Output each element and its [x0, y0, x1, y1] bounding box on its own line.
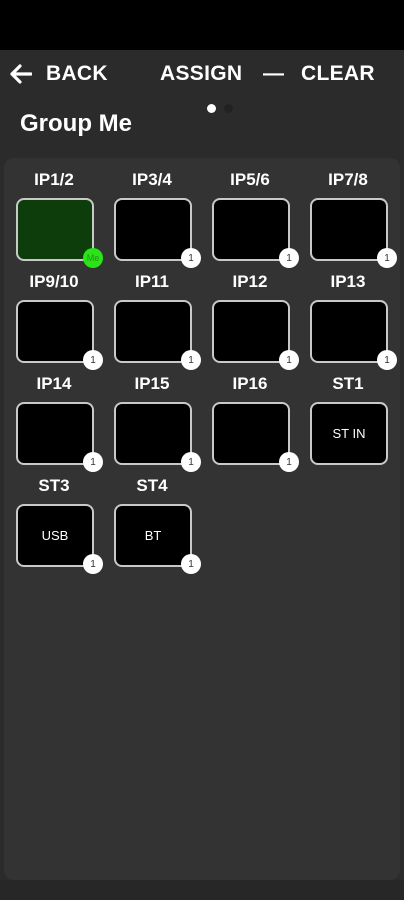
channel-tile-ip9-10[interactable]: 1 [16, 300, 103, 370]
channel-ip13: IP13 1 [308, 264, 397, 370]
group-badge: 1 [181, 452, 201, 472]
channel-ip7-8: IP7/8 1 [308, 162, 397, 268]
group-badge: 1 [181, 554, 201, 574]
channel-tile-ip15[interactable]: 1 [114, 402, 201, 472]
assign-button[interactable]: ASSIGN [160, 62, 243, 85]
channel-ip12: IP12 1 [210, 264, 299, 370]
channel-label: IP7/8 [328, 170, 368, 189]
channel-ip14: IP14 1 [14, 366, 103, 472]
group-badge: Me [83, 248, 103, 268]
channel-label: ST3 [38, 476, 70, 495]
channel-tile-ip13[interactable]: 1 [310, 300, 397, 370]
page-dot-2[interactable] [224, 104, 233, 113]
channel-label: IP3/4 [132, 170, 172, 189]
channel-label: ST1 [332, 374, 364, 393]
group-badge: 1 [377, 350, 397, 370]
channel-tile-ip14[interactable]: 1 [16, 402, 103, 472]
channel-tile-ip3-4[interactable]: 1 [114, 198, 201, 268]
group-badge: 1 [279, 248, 299, 268]
channel-ip3-4: IP3/4 1 [112, 162, 201, 268]
channel-ip9-10: IP9/10 1 [14, 264, 103, 370]
channel-tile-ip1-2[interactable]: Me [16, 198, 103, 268]
channel-source-label: USB [41, 528, 69, 543]
channel-tile-ip11[interactable]: 1 [114, 300, 201, 370]
back-label: BACK [46, 62, 108, 85]
channel-label: IP11 [134, 272, 170, 291]
channel-label: IP12 [232, 272, 268, 291]
channel-label: IP13 [330, 272, 366, 291]
page-dot-1[interactable] [207, 104, 216, 113]
channel-ip16: IP16 1 [210, 366, 299, 472]
clear-button[interactable]: CLEAR [301, 62, 375, 85]
channel-label: IP5/6 [230, 170, 270, 189]
channel-label: IP9/10 [29, 272, 79, 291]
channel-tile-st4[interactable]: BT 1 [114, 504, 201, 574]
channel-label: ST4 [136, 476, 168, 495]
group-title: Group Me [20, 110, 132, 137]
group-badge: 1 [279, 452, 299, 472]
channel-label: IP1/2 [34, 170, 74, 189]
channel-tile-ip7-8[interactable]: 1 [310, 198, 397, 268]
group-badge: 1 [181, 248, 201, 268]
channel-ip11: IP11 1 [112, 264, 201, 370]
channel-label: IP16 [232, 374, 268, 393]
group-badge: 1 [377, 248, 397, 268]
group-badge: 1 [83, 452, 103, 472]
channel-source-label: BT [144, 528, 162, 543]
group-badge: 1 [83, 554, 103, 574]
group-badge: 1 [279, 350, 299, 370]
group-badge: 1 [83, 350, 103, 370]
arrow-left-icon [10, 64, 32, 84]
channel-tile-st1[interactable]: ST IN [310, 402, 388, 465]
channel-st1: ST1 ST IN [308, 366, 388, 466]
toolbar: BACK ASSIGN — CLEAR [0, 58, 404, 90]
page-indicator[interactable] [207, 104, 233, 113]
channel-tile-ip5-6[interactable]: 1 [212, 198, 299, 268]
channel-ip5-6: IP5/6 1 [210, 162, 299, 268]
toolbar-separator: — [263, 62, 285, 85]
channel-tile-ip16[interactable]: 1 [212, 402, 299, 472]
group-badge: 1 [181, 350, 201, 370]
channel-label: IP15 [134, 374, 170, 393]
channel-label: IP14 [36, 374, 72, 393]
status-bar [0, 0, 404, 50]
bottom-bar [0, 880, 404, 900]
channel-tile-st3[interactable]: USB 1 [16, 504, 103, 574]
channel-source-label: ST IN [332, 426, 366, 441]
channel-ip15: IP15 1 [112, 366, 201, 472]
back-button[interactable]: BACK [10, 58, 108, 90]
channel-tile-ip12[interactable]: 1 [212, 300, 299, 370]
